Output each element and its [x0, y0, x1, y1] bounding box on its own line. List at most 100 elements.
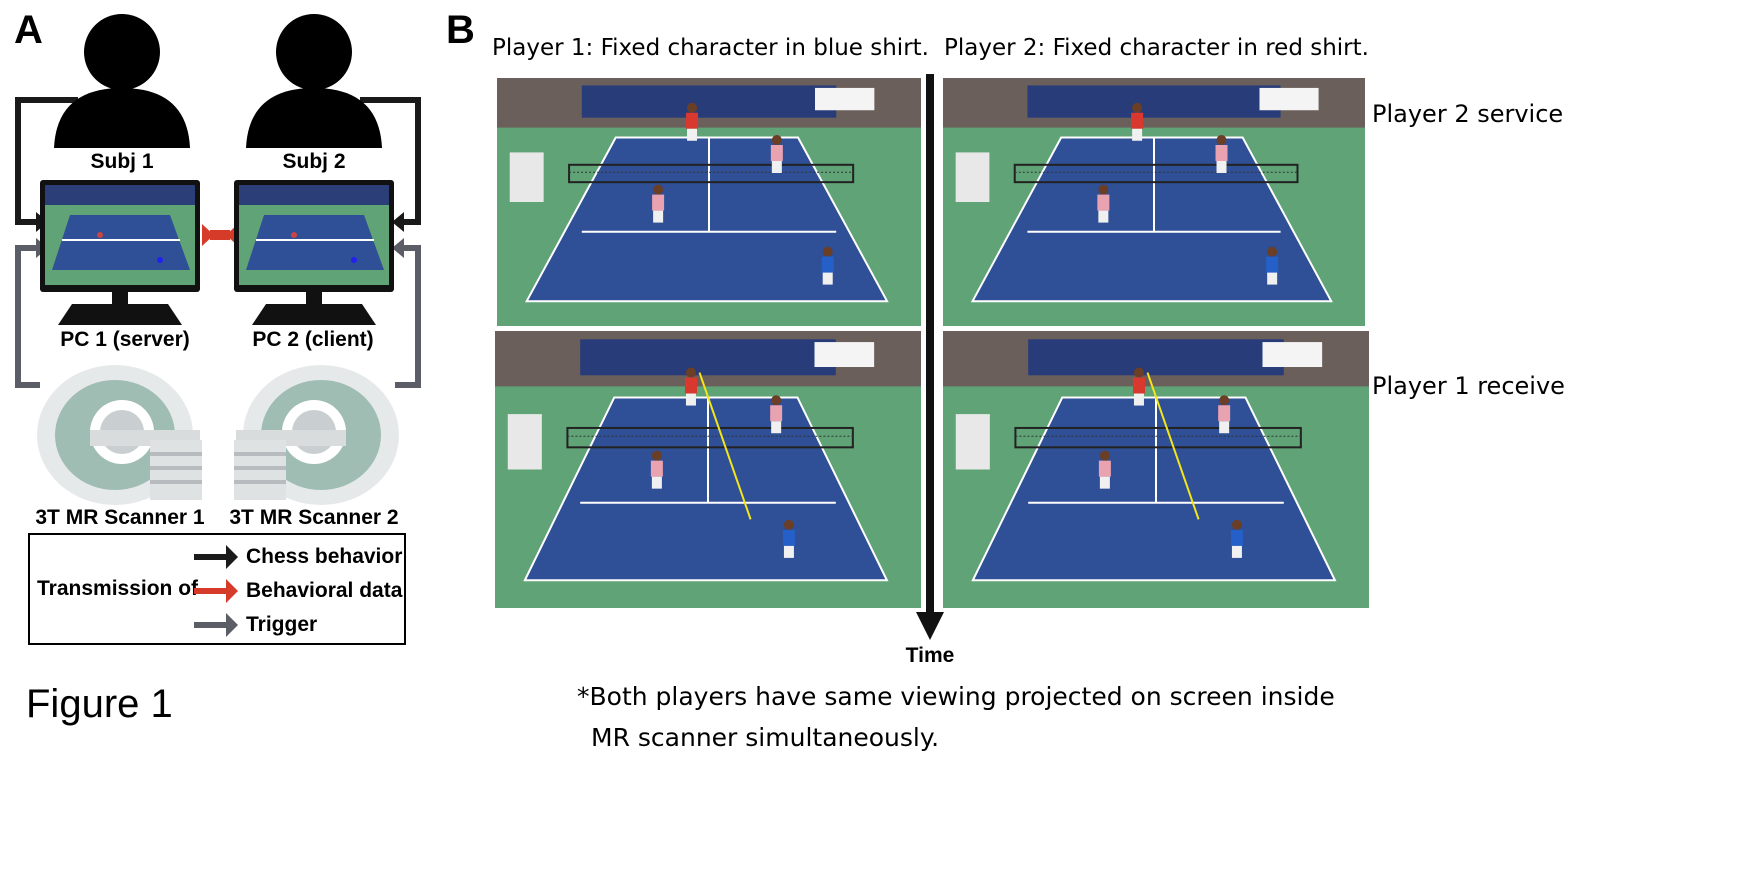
pink-player-legs — [771, 421, 782, 434]
umpire-chair — [509, 152, 544, 202]
person-icon — [246, 14, 382, 148]
game-frame — [943, 78, 1365, 326]
mri-scanner-icon — [37, 365, 202, 505]
pink-player-legs — [653, 210, 664, 223]
court-lines — [524, 136, 889, 303]
game-frame — [943, 331, 1369, 608]
red-player-body — [684, 377, 697, 394]
pink-player-body — [1215, 145, 1228, 161]
blue-player-legs — [783, 545, 794, 558]
red-player-head — [1133, 367, 1144, 378]
red-player-body — [1132, 377, 1145, 394]
score-panel — [1262, 342, 1323, 368]
pink-player-body — [770, 145, 783, 161]
pink-player-legs — [771, 161, 782, 173]
player2-caption: Player 2: Fixed character in red shirt. — [944, 35, 1369, 61]
sponsor-banner — [581, 85, 837, 118]
monitor-icon — [234, 180, 394, 325]
note-line: MR scanner simultaneously. — [591, 723, 940, 752]
blue-player-head — [1267, 246, 1278, 257]
time-arrow — [916, 74, 944, 640]
pink-player-body — [652, 194, 665, 211]
court — [972, 137, 1332, 302]
sponsor-banner — [580, 339, 836, 376]
frame-scene — [497, 78, 921, 326]
pink-player-head — [771, 395, 782, 406]
red-player-body — [686, 112, 699, 129]
court-lines — [971, 396, 1337, 582]
blue-player-legs — [822, 272, 833, 285]
legend-item-label: Behavioral data — [246, 579, 403, 602]
ball-path — [698, 372, 752, 520]
blue-player-body — [1266, 256, 1279, 273]
sponsor-banner — [1028, 339, 1284, 376]
pink-player-body — [1097, 194, 1110, 211]
player1-caption: Player 1: Fixed character in blue shirt. — [492, 35, 929, 61]
game-frame — [497, 78, 921, 326]
umpire-chair — [507, 414, 542, 470]
frame-scene — [943, 78, 1365, 326]
pink-player-legs — [651, 476, 662, 489]
trigger-arrow-icon — [194, 613, 238, 637]
note-line: *Both players have same viewing projecte… — [577, 682, 1335, 711]
pink-player-body — [1098, 460, 1111, 477]
row-label: Player 2 service — [1372, 100, 1564, 128]
red-player-legs — [1133, 393, 1144, 406]
blue-player-body — [782, 529, 795, 546]
frame-scene — [495, 331, 921, 608]
pink-player-head — [651, 450, 662, 461]
blue-player-head — [822, 246, 833, 257]
person-icon — [54, 14, 190, 148]
blue-player-head — [1231, 519, 1242, 530]
scanner-label: 3T MR Scanner 1 — [35, 506, 205, 529]
net — [566, 426, 854, 449]
pink-player-head — [1216, 135, 1227, 145]
panel-b-letter: B — [446, 8, 475, 52]
monitor-icon — [40, 180, 200, 325]
figure-label: Figure 1 — [26, 682, 173, 726]
chess-behavior-arrow-icon — [194, 545, 238, 569]
red-player-head — [685, 367, 696, 378]
pink-player-body — [650, 460, 663, 477]
pink-player-head — [1098, 184, 1109, 195]
legend-prefix: Transmission of — [37, 577, 199, 600]
blue-player-body — [821, 256, 834, 273]
frame-scene — [943, 331, 1369, 608]
pc-label: PC 1 (server) — [60, 328, 190, 351]
behavioral-data-arrow-icon — [194, 579, 238, 603]
pink-player-legs — [1219, 421, 1230, 434]
legend-item-label: Chess behavior — [246, 545, 403, 568]
court — [524, 397, 887, 581]
red-player-legs — [1132, 128, 1143, 141]
net — [1014, 426, 1302, 449]
pink-player-body — [770, 405, 783, 422]
score-panel — [1259, 87, 1319, 111]
blue-player-legs — [1231, 545, 1242, 558]
ball-path — [1146, 372, 1200, 520]
subject-label: Subj 1 — [90, 150, 154, 173]
sponsor-banner — [1027, 85, 1281, 118]
net — [568, 163, 855, 184]
scanner-label: 3T MR Scanner 2 — [229, 506, 399, 529]
red-player-legs — [685, 393, 696, 406]
pink-player-legs — [1099, 476, 1110, 489]
pink-player-head — [653, 184, 664, 195]
red-player-legs — [687, 128, 698, 141]
mri-scanner-icon — [234, 365, 399, 505]
court — [526, 137, 888, 302]
pc-label: PC 2 (client) — [252, 328, 374, 351]
pink-player-legs — [1098, 210, 1109, 223]
score-panel — [814, 342, 875, 368]
blue-player-legs — [1267, 272, 1278, 285]
blue-player-head — [783, 519, 794, 530]
panel-a-letter: A — [14, 8, 43, 52]
subject-label: Subj 2 — [282, 150, 346, 173]
red-player-head — [687, 102, 698, 113]
pink-player-body — [1218, 405, 1231, 422]
legend-item-label: Trigger — [246, 613, 318, 636]
legend: Transmission of Chess behavior Behaviora… — [28, 533, 406, 645]
umpire-chair — [955, 414, 990, 470]
blue-player-body — [1230, 529, 1243, 546]
game-frame — [495, 331, 921, 608]
umpire-chair — [955, 152, 990, 202]
